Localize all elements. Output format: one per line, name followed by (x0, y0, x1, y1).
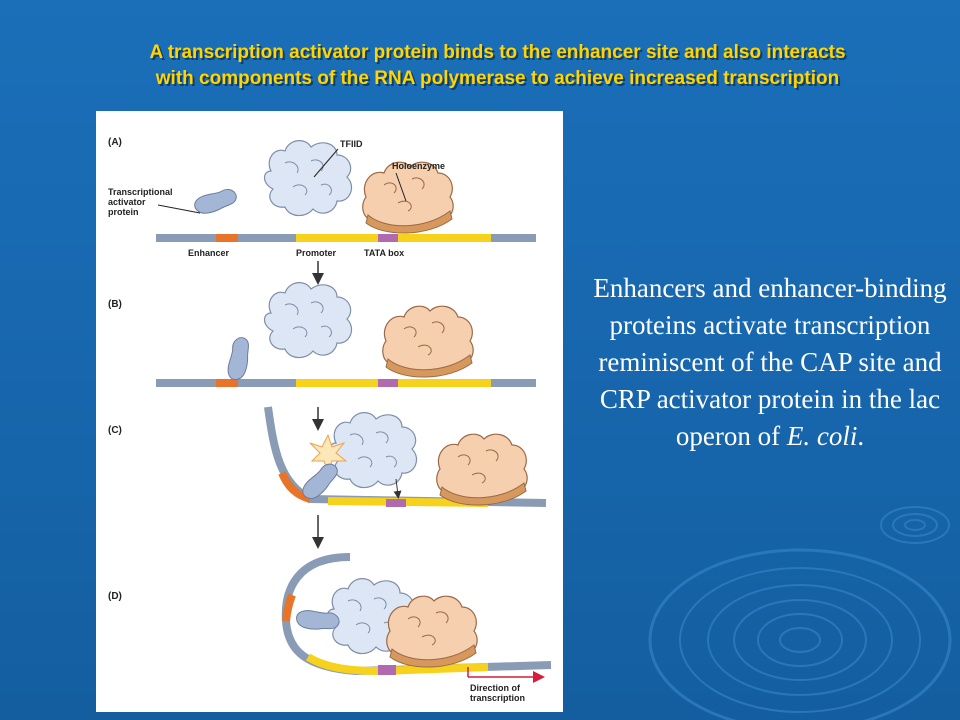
panel-label-d: (D) (108, 591, 122, 602)
panel-label-b: (B) (108, 299, 122, 310)
activator-protein-b (217, 334, 260, 384)
panel-label-a: (A) (108, 137, 122, 148)
panel-a: TFIID Holoenzyme Transcriptional activat… (108, 139, 536, 258)
caption-text: Enhancers and enhancer-binding proteins … (593, 273, 947, 451)
slide-title: A transcription activator protein binds … (40, 40, 955, 92)
caption-species: E. coli (786, 421, 858, 451)
label-tata-box: TATA box (364, 248, 404, 258)
transcription-figure: (A) (B) (C) (D) TFIID Holoenzyme Transcr… (96, 111, 563, 712)
tfiid-protein-c (328, 411, 418, 489)
label-enhancer: Enhancer (188, 248, 230, 258)
activator-protein-a (194, 188, 237, 214)
label-promoter: Promoter (296, 248, 337, 258)
panel-d: Direction of transcription (281, 553, 552, 703)
panel-label-c: (C) (108, 425, 122, 436)
holoenzyme-d (386, 595, 478, 668)
label-activator-line-1: Transcriptional (108, 187, 173, 197)
panel-b (156, 281, 536, 387)
slide-title-line-1: A transcription activator protein binds … (149, 42, 846, 63)
label-activator-line-2: activator (108, 197, 146, 207)
label-holoenzyme: Holoenzyme (392, 161, 445, 171)
holoenzyme-c (436, 433, 528, 506)
dna-strand-a (156, 234, 536, 242)
holoenzyme-b (382, 305, 474, 378)
caption: Enhancers and enhancer-binding proteins … (582, 270, 958, 455)
tfiid-protein-a (263, 139, 353, 217)
tfiid-protein-b (263, 281, 353, 359)
holoenzyme-a (362, 161, 454, 234)
label-direction-line-1: Direction of (470, 683, 521, 693)
interaction-burst-icon (309, 433, 348, 475)
label-activator-line-3: protein (108, 207, 139, 217)
dna-strand-d (281, 553, 552, 676)
caption-end: . (857, 421, 865, 451)
label-direction-line-2: transcription (470, 693, 525, 703)
slide-title-line-2: with components of the RNA polymerase to… (155, 68, 840, 89)
label-tfiid: TFIID (340, 139, 363, 149)
panel-c (264, 406, 547, 507)
dna-strand-b (156, 379, 536, 387)
